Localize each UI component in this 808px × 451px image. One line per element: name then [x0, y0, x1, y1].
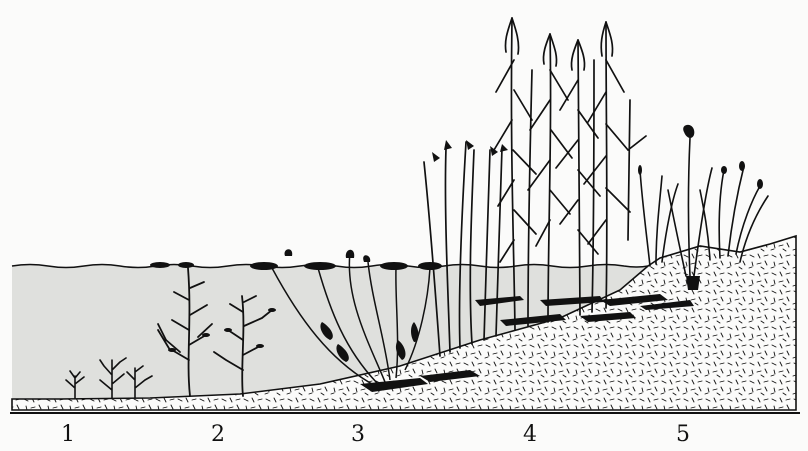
zone-label-4: 4: [523, 424, 537, 446]
zone-label-1: 1: [61, 424, 75, 446]
zone-label-3: 3: [351, 424, 365, 446]
zone-label-5: 5: [676, 424, 690, 446]
zone-label-2: 2: [211, 424, 225, 446]
